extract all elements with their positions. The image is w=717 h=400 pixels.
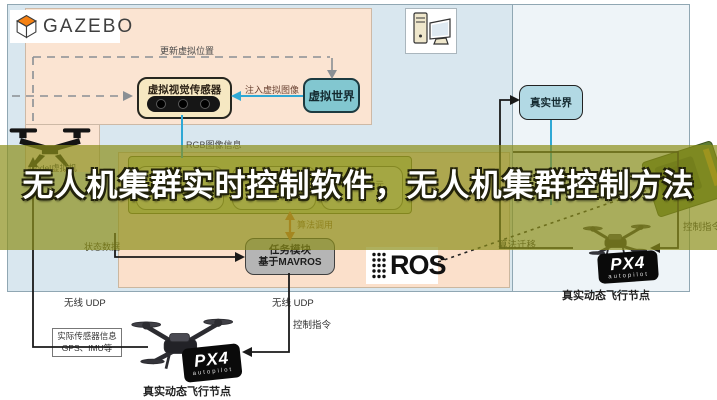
- real-world-box: 真实世界: [519, 85, 583, 120]
- label-inject-image: 注入虚拟图像: [245, 85, 300, 95]
- banner-title: 无人机集群实时控制软件，无人机集群控制方法: [22, 168, 695, 203]
- sensor-info-line1: 实际传感器信息: [57, 331, 117, 342]
- label-flight-node-left: 真实动态飞行节点: [143, 386, 231, 398]
- label-update-position: 更新虚拟位置: [160, 46, 215, 56]
- real-world-label: 真实世界: [530, 97, 572, 109]
- px4-logo-left: PX4 autopilot: [181, 343, 243, 383]
- camera-icon: [147, 96, 220, 112]
- ros-logo: ROS: [366, 247, 447, 284]
- label-udp-left: 无线 UDP: [64, 298, 106, 309]
- label-udp-center: 无线 UDP: [272, 298, 314, 309]
- virtual-world-box: 虚拟世界: [303, 78, 360, 113]
- ros-brand: ROS: [390, 250, 447, 280]
- virtual-vision-sensor-label: 虚拟视觉传感器: [147, 84, 222, 96]
- virtual-vision-sensor-box: 虚拟视觉传感器: [137, 77, 232, 119]
- ros-dots-icon: [371, 251, 387, 280]
- sensor-info-line2: GPS、IMU等: [61, 342, 113, 353]
- px4-brand: PX4: [609, 252, 646, 275]
- task-module-sub-label: 基于MAVROS: [258, 256, 322, 268]
- label-control-cmd-center: 控制指令: [293, 320, 332, 331]
- gazebo-brand: GAZEBO: [43, 15, 135, 37]
- gazebo-logo: GAZEBO: [10, 10, 132, 43]
- px4-logo-right: PX4 autopilot: [597, 249, 659, 285]
- sensor-info-box: 实际传感器信息 GPS、IMU等: [52, 328, 122, 357]
- virtual-world-label: 虚拟世界: [308, 90, 355, 103]
- gazebo-cube-icon: [14, 14, 39, 39]
- computer-icon: [405, 8, 457, 54]
- label-flight-node-right: 真实动态飞行节点: [562, 290, 650, 302]
